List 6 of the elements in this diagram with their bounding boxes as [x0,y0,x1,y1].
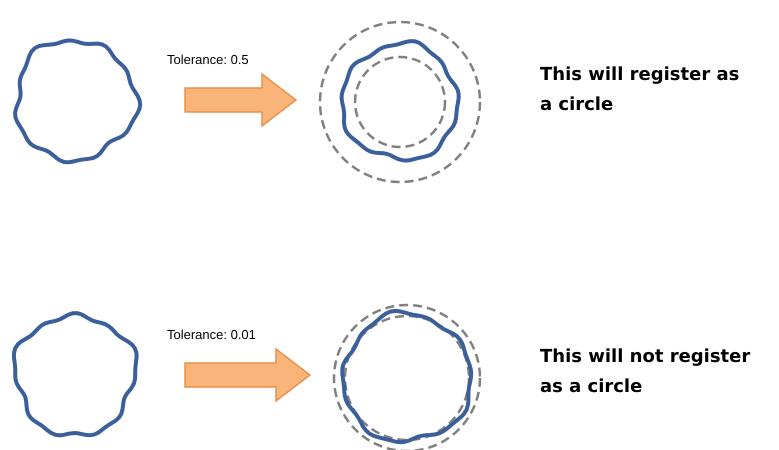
result-note: This will register as a circle [540,63,740,117]
edge-label: Tolerance: 0.5 [167,52,249,67]
result-note: This will not register as a circle [540,345,752,399]
block-arrow [184,347,312,403]
block-arrow [184,72,298,128]
edge-label: Tolerance: 0.01 [167,327,256,342]
